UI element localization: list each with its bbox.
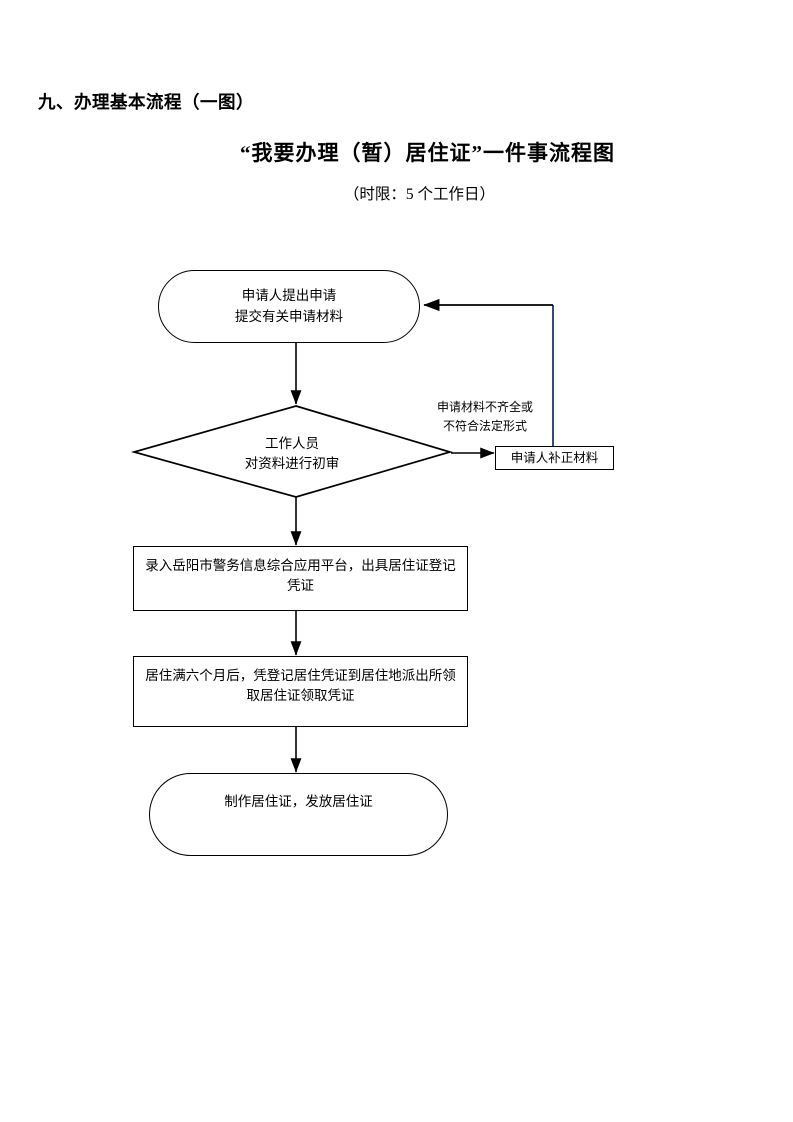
section-heading: 九、办理基本流程（一图） bbox=[38, 92, 254, 112]
node-record-line1: 录入岳阳市警务信息综合应用平台，出具居住证登记 bbox=[145, 558, 456, 573]
node-supplement-materials[interactable]: 申请人补正材料 bbox=[495, 446, 614, 470]
node-collect-voucher[interactable]: 居住满六个月后，凭登记居住凭证到居住地派出所领 取居住证领取凭证 bbox=[133, 656, 468, 727]
node-start[interactable]: 申请人提出申请 提交有关申请材料 bbox=[158, 270, 420, 343]
edge-label-reject: 申请材料不齐全或 不符合法定形式 bbox=[425, 398, 545, 435]
node-collect-line1: 居住满六个月后，凭登记居住凭证到居住地派出所领 bbox=[145, 668, 456, 683]
node-decision-review[interactable]: 工作人员 对资料进行初审 bbox=[134, 406, 450, 498]
node-record-line2: 凭证 bbox=[286, 578, 314, 594]
page-title: “我要办理（暂）居住证”一件事流程图 bbox=[240, 141, 615, 165]
node-issue-permit[interactable]: 制作居住证，发放居住证 bbox=[149, 773, 448, 856]
page-subtitle: （时限：5 个工作日） bbox=[343, 186, 496, 203]
node-collect-line2: 取居住证领取凭证 bbox=[246, 688, 355, 704]
edge-label-reject-line2: 不符合法定形式 bbox=[442, 418, 527, 433]
node-issue-label: 制作居住证，发放居住证 bbox=[224, 794, 373, 809]
node-decision-line2: 对资料进行初审 bbox=[244, 456, 340, 471]
edge-label-reject-line1: 申请材料不齐全或 bbox=[436, 400, 533, 414]
node-record-platform[interactable]: 录入岳阳市警务信息综合应用平台，出具居住证登记 凭证 bbox=[133, 546, 468, 611]
node-start-line2: 提交有关申请材料 bbox=[235, 308, 343, 324]
node-supplement-label: 申请人补正材料 bbox=[510, 450, 599, 465]
node-start-line1: 申请人提出申请 bbox=[241, 288, 337, 304]
node-decision-line1: 工作人员 bbox=[265, 436, 319, 451]
